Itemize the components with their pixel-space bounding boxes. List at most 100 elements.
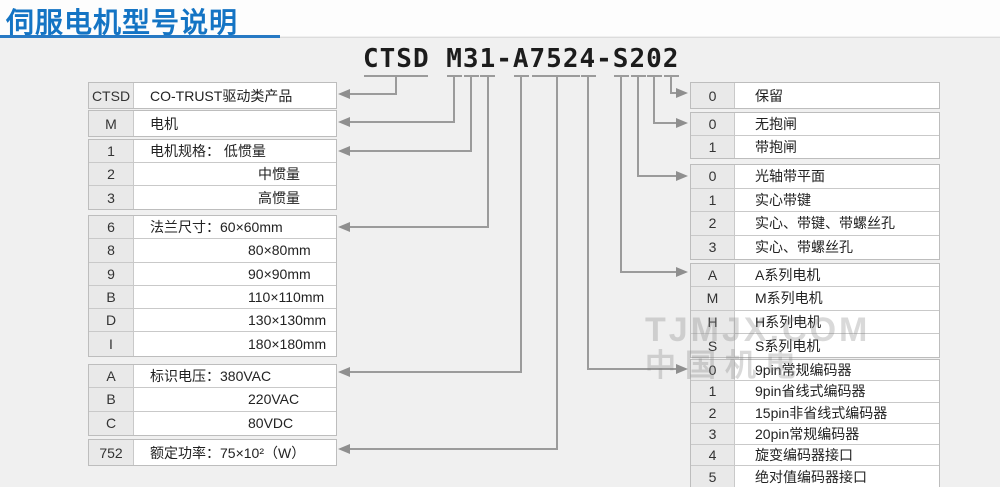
arrow-right-icon: [676, 171, 688, 181]
table-value-cell: 中惯量: [134, 163, 336, 185]
table-key-cell: 1: [691, 381, 735, 402]
connector-vline: [556, 77, 558, 450]
table-value-cell: 180×180mm: [134, 332, 336, 356]
table-key-cell: 3: [89, 186, 134, 209]
table-value-cell: 保留: [735, 83, 939, 108]
model-char-underline: [664, 75, 679, 77]
arrow-left-icon: [338, 117, 350, 127]
table-key-cell: 3: [691, 423, 735, 445]
connector-vline: [520, 77, 522, 373]
table-value-cell: S系列电机: [735, 333, 939, 358]
connector-hline: [349, 371, 522, 373]
table-key-cell: CTSD: [89, 83, 134, 108]
table-key-cell: 6: [89, 216, 134, 239]
connector-vline: [620, 77, 622, 273]
connector-hline: [637, 175, 676, 177]
table-value-cell: A系列电机: [735, 264, 939, 287]
section-header: 伺服电机型号说明: [0, 0, 1000, 38]
table-key-cell: 8: [89, 239, 134, 262]
model-char-underline: [647, 75, 662, 77]
connector-vline: [487, 77, 489, 228]
connector-hline: [587, 368, 676, 370]
table-key-cell: 0: [691, 83, 735, 108]
connector-hline: [349, 93, 397, 95]
connector-vline: [670, 77, 672, 94]
header-accent-rule: [0, 35, 280, 38]
arrow-right-icon: [676, 88, 688, 98]
table-key-cell: 4: [691, 445, 735, 466]
connector-hline: [670, 92, 676, 94]
table-key-cell: 5: [691, 466, 735, 487]
table-key-cell: B: [89, 388, 134, 411]
table-value-cell: 20pin常规编码器: [735, 423, 939, 445]
model-char-underline: [532, 75, 580, 77]
connector-vline: [395, 77, 397, 95]
arrow-right-icon: [676, 118, 688, 128]
table-value-cell: 电机: [134, 111, 336, 136]
arrow-left-icon: [338, 89, 350, 99]
table-value-cell: 光轴带平面: [735, 165, 939, 188]
page-title: 伺服电机型号说明: [6, 7, 239, 38]
connector-hline: [653, 122, 676, 124]
connector-hline: [349, 448, 558, 450]
connector-hline: [349, 226, 489, 228]
table-value-cell: CO-TRUST驱动类产品: [134, 83, 336, 108]
table-key-cell: 2: [691, 212, 735, 235]
model-char-underline: [480, 75, 495, 77]
arrow-left-icon: [338, 146, 350, 156]
table-value-cell: 实心、带螺丝孔: [735, 235, 939, 259]
table-value-cell: 标识电压：380VAC: [134, 365, 336, 388]
table-key-cell: M: [89, 111, 134, 136]
connector-vline: [587, 77, 589, 370]
table-value-cell: 15pin非省线式编码器: [735, 402, 939, 423]
table-value-cell: 带抱闸: [735, 135, 939, 158]
table-key-cell: S: [691, 333, 735, 358]
table-key-cell: B: [89, 285, 134, 309]
arrow-left-icon: [338, 444, 350, 454]
table-value-cell: 额定功率：75×10²（W）: [134, 440, 336, 465]
table-value-cell: 无抱闸: [735, 113, 939, 135]
table-key-cell: 1: [89, 140, 134, 162]
table-value-cell: 高惯量: [134, 186, 336, 209]
connector-hline: [620, 271, 676, 273]
connector-vline: [637, 77, 639, 177]
model-char-underline: [514, 75, 529, 77]
table-key-cell: 1: [691, 135, 735, 158]
table-value-cell: H系列电机: [735, 310, 939, 333]
table-value-cell: 130×130mm: [134, 309, 336, 332]
table-key-cell: M: [691, 287, 735, 310]
connector-vline: [453, 77, 455, 123]
model-number: CTSD M31-A7524-S202: [363, 44, 680, 74]
table-key-cell: 0: [691, 165, 735, 188]
table-key-cell: D: [89, 309, 134, 332]
table-key-cell: 1: [691, 188, 735, 211]
